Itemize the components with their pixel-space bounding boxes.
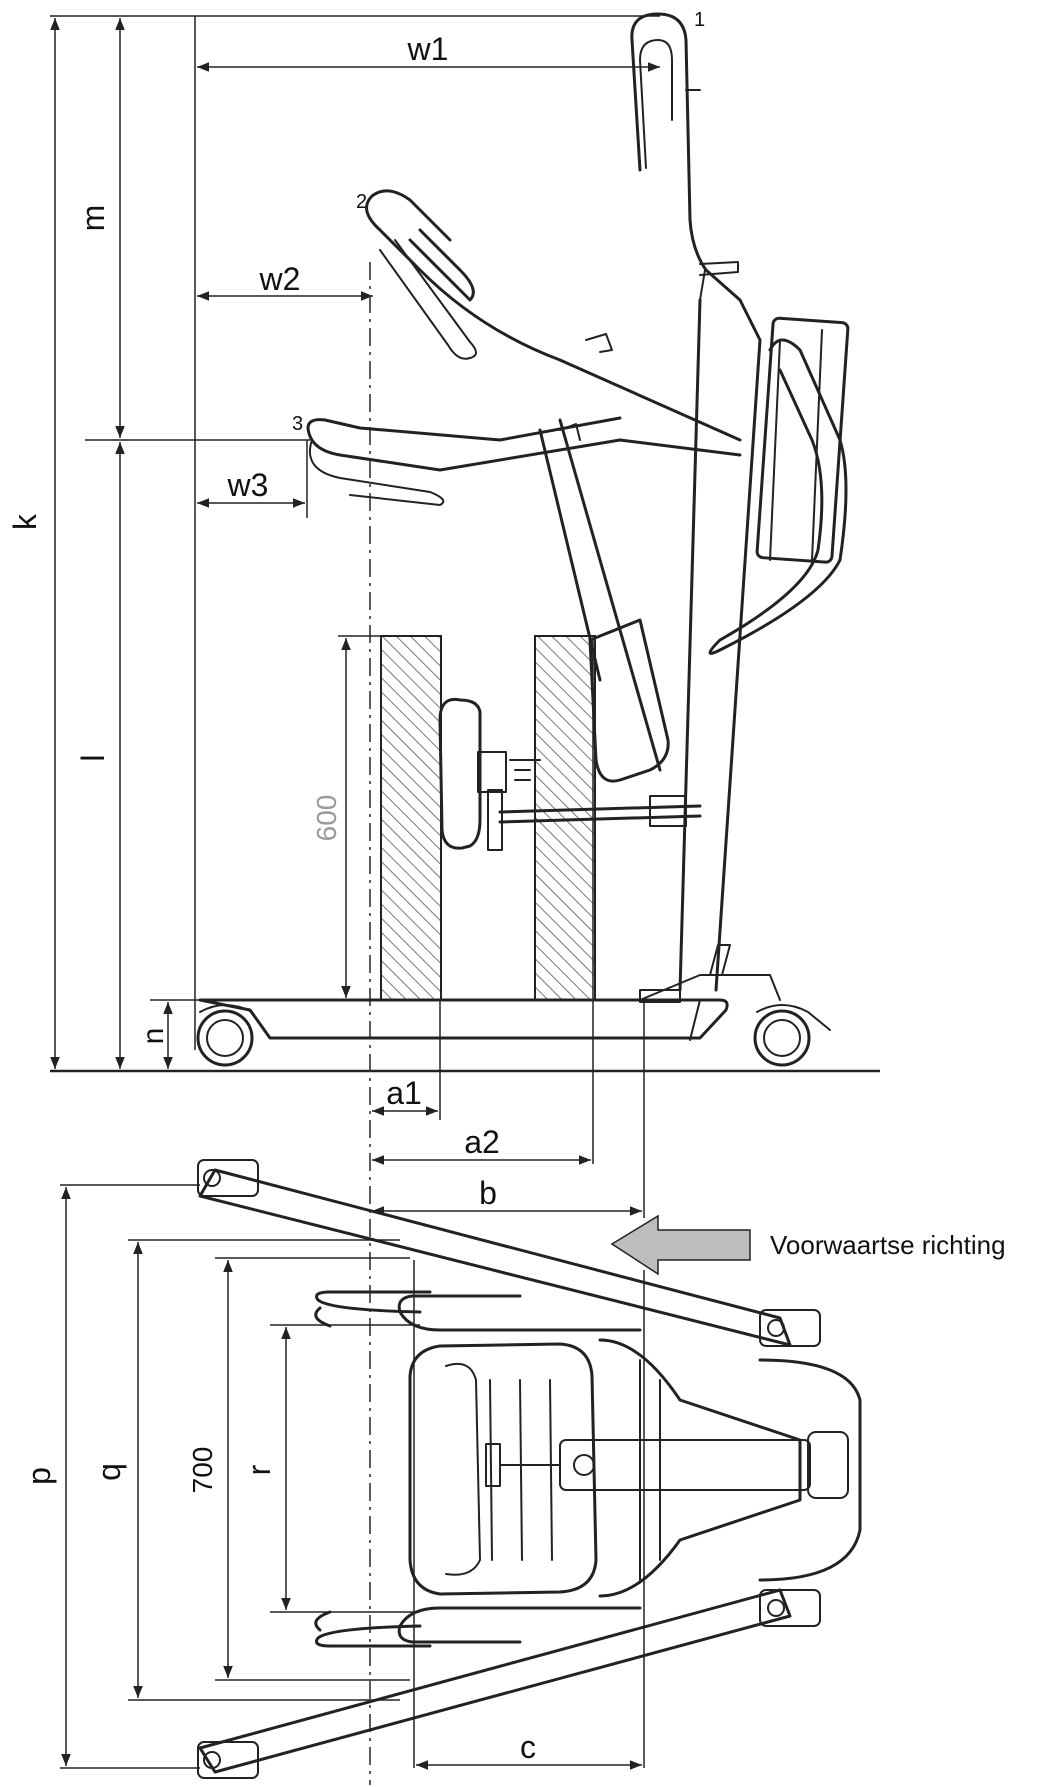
k-label: k xyxy=(7,513,43,530)
base-chassis xyxy=(198,998,729,1040)
base-dimensions: a1 a2 b xyxy=(372,640,645,1218)
side-frame xyxy=(598,1338,802,1598)
h600-label: 600 xyxy=(311,795,342,842)
rear-wheel xyxy=(753,1009,811,1067)
base-leg-bottom xyxy=(198,1588,792,1774)
point-3-label: 3 xyxy=(292,413,303,435)
caster-top-right xyxy=(759,1309,821,1347)
handle-3 xyxy=(306,416,742,472)
mast xyxy=(678,298,762,992)
rear-push-handle-top xyxy=(758,1358,862,1582)
handle-2 xyxy=(365,189,742,442)
chest-support xyxy=(408,1342,598,1596)
front-wheel xyxy=(196,1009,254,1067)
rear-push-handle xyxy=(708,338,848,655)
side-view: k m l n w1 w2 w3 600 1 2 3 xyxy=(7,9,880,1785)
knee-bracket xyxy=(477,751,507,793)
boom-arm xyxy=(538,418,662,772)
point-1-label: 1 xyxy=(694,9,705,31)
caster-bottom-left xyxy=(197,1741,259,1779)
r-label: r xyxy=(241,1464,277,1475)
q-label: q xyxy=(91,1463,127,1481)
knee-support-bar xyxy=(498,804,702,824)
a2-label: a2 xyxy=(464,1124,500,1160)
b-label: b xyxy=(479,1175,497,1211)
hatched-block-left xyxy=(380,635,442,1001)
forward-direction: Voorwaartse richting xyxy=(610,1214,1006,1276)
mast-top xyxy=(559,1439,811,1491)
caster-top-left xyxy=(197,1159,259,1197)
caster-bottom-right xyxy=(759,1589,821,1627)
w3-label: w3 xyxy=(227,467,269,503)
top-view: p q 700 r c xyxy=(21,1159,862,1779)
w1-label: w1 xyxy=(407,31,449,67)
a1-label: a1 xyxy=(386,1075,422,1111)
foot-pedal xyxy=(709,944,731,976)
m-label: m xyxy=(75,205,111,232)
c-label: c xyxy=(520,1729,536,1765)
actuator xyxy=(588,618,670,783)
knee-pad xyxy=(438,697,482,850)
forward-direction-label: Voorwaartse richting xyxy=(770,1230,1006,1260)
l-label: l xyxy=(75,754,111,761)
top-handle-lower xyxy=(314,1606,642,1648)
handle-1 xyxy=(630,12,742,302)
w2-label: w2 xyxy=(259,261,301,297)
n-label: n xyxy=(137,1028,170,1045)
point-2-label: 2 xyxy=(356,191,367,213)
p-label: p xyxy=(21,1467,57,1485)
forward-direction-arrow xyxy=(610,1214,751,1276)
top-handle-upper xyxy=(314,1290,642,1332)
w700-label: 700 xyxy=(187,1447,218,1494)
